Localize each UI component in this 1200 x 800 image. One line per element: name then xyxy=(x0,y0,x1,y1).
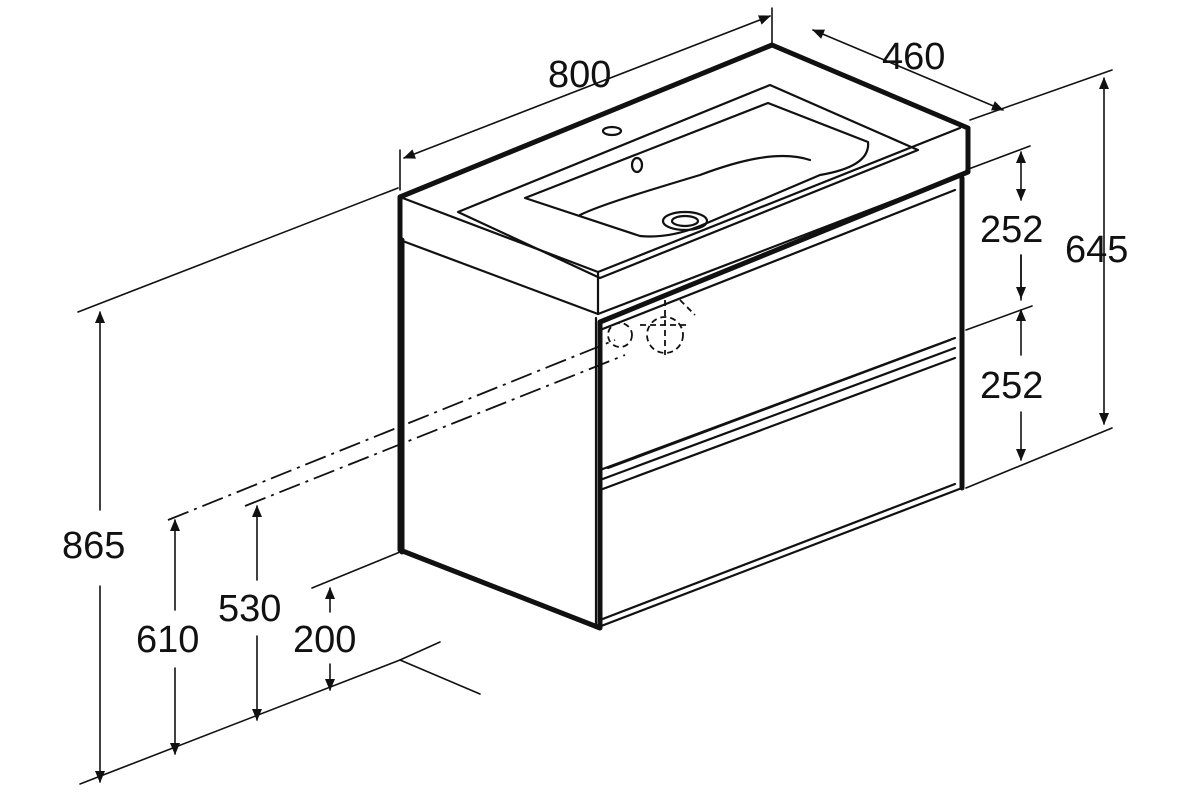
basin-rim xyxy=(456,83,920,280)
dimension-lines xyxy=(95,15,1109,783)
label-depth-460: 460 xyxy=(882,36,945,78)
basin-top-outline xyxy=(397,42,971,631)
label-width-800: 800 xyxy=(548,54,611,96)
label-unit-height-645: 645 xyxy=(1065,229,1128,271)
upper-drawer xyxy=(598,188,957,482)
basin-lip-lower xyxy=(398,174,960,316)
label-drawer-bottom-252: 252 xyxy=(980,365,1043,407)
dimension-labels: 800 460 252 645 252 865 610 530 200 xyxy=(62,36,1128,661)
cabinet xyxy=(397,42,971,631)
label-floor-clearance-200: 200 xyxy=(293,619,356,661)
label-drawer-top-252: 252 xyxy=(980,209,1043,251)
lower-drawer xyxy=(598,356,957,622)
overflow-hole xyxy=(630,156,644,174)
hidden-siphon xyxy=(607,299,696,355)
label-drain-height-530: 530 xyxy=(218,588,281,630)
basin-front-lip xyxy=(398,126,962,274)
label-drain-height-610: 610 xyxy=(136,619,199,661)
basin-bowl xyxy=(523,101,870,238)
drain-centerline-2 xyxy=(244,354,626,507)
tap-hole xyxy=(601,125,623,137)
drain xyxy=(661,210,709,232)
extension-lines xyxy=(77,7,1113,785)
label-total-height-865: 865 xyxy=(62,525,125,567)
drain-centerline-1 xyxy=(167,339,616,521)
